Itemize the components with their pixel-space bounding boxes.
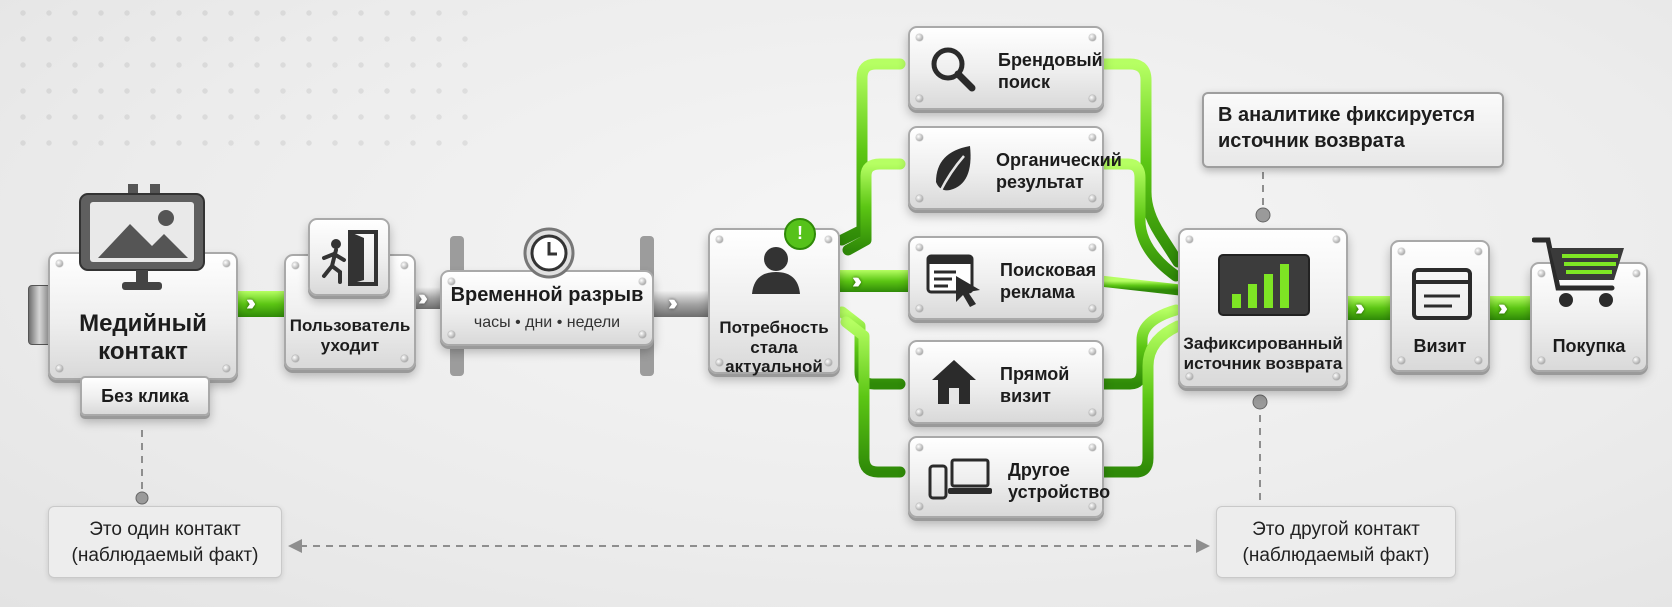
second-contact-line1: Это другой контакт bbox=[1252, 519, 1420, 540]
browser-window-icon bbox=[1412, 268, 1472, 325]
user-icon bbox=[748, 244, 804, 301]
brand-line2: поиск bbox=[998, 71, 1050, 92]
flow-chevron-5: ››› bbox=[1355, 295, 1365, 320]
pipe-visit-purchase bbox=[1490, 296, 1532, 320]
ad-cursor-icon bbox=[926, 254, 984, 313]
note-analytics: В аналитике фиксируется источник возврат… bbox=[1202, 92, 1504, 168]
node-need-relevant: Потребность стала актуальной bbox=[708, 228, 840, 377]
flow-chevron-4: ››› bbox=[852, 268, 862, 293]
pipe-to-brand bbox=[836, 58, 906, 246]
note-first-contact: Это один контакт (наблюдаемый факт) bbox=[48, 506, 282, 578]
shopping-cart-icon bbox=[1531, 232, 1628, 319]
pipe-from-device bbox=[1094, 320, 1184, 478]
image-icon bbox=[78, 180, 206, 297]
organic-line2: результат bbox=[996, 171, 1084, 192]
flow-chevron-3: ››› bbox=[668, 290, 678, 315]
tag-no-click-label: Без клика bbox=[101, 386, 189, 406]
time-gap-subtitle: часы • дни • недели bbox=[473, 314, 621, 331]
arrowhead-right bbox=[1196, 539, 1210, 553]
tag-no-click: Без клика bbox=[80, 376, 210, 416]
recorded-line1: Зафиксированный bbox=[1183, 334, 1343, 353]
device-line1: Другое bbox=[1008, 460, 1070, 480]
channel-other-device: Другое устройство bbox=[908, 436, 1110, 518]
analytics-line2: источник возврата bbox=[1218, 130, 1405, 152]
arrowhead-left bbox=[288, 539, 302, 553]
flow-chevron-6: ››› bbox=[1498, 295, 1508, 320]
paid-line2: реклама bbox=[1000, 281, 1075, 302]
alert-badge: ! bbox=[784, 218, 816, 250]
analytics-line1: В аналитике фиксируется bbox=[1218, 104, 1476, 126]
note-second-contact: Это другой контакт (наблюдаемый факт) bbox=[1216, 506, 1456, 578]
flow-chevron-2: ››› bbox=[418, 285, 428, 310]
user-leaves-line1: Пользователь bbox=[289, 316, 411, 335]
pipe-recorded-visit bbox=[1345, 296, 1393, 320]
need-line2: стала актуальной bbox=[725, 337, 823, 377]
dot-pattern bbox=[10, 0, 480, 150]
direct-line1: Прямой bbox=[1000, 364, 1070, 384]
bar-chart-icon bbox=[1218, 254, 1310, 321]
direct-line2: визит bbox=[1000, 385, 1051, 406]
purchase-label: Покупка bbox=[1552, 336, 1626, 356]
time-gap-title: Временной разрыв bbox=[450, 284, 644, 306]
pipe-from-paid bbox=[1094, 275, 1186, 296]
pipe-from-direct bbox=[1094, 304, 1182, 390]
first-contact-line1: Это один контакт bbox=[89, 519, 241, 540]
node-visit: Визит bbox=[1390, 240, 1490, 372]
first-contact-line2: (наблюдаемый факт) bbox=[71, 544, 259, 566]
node-time-gap: Временной разрыв часы • дни • недели bbox=[440, 270, 654, 346]
second-contact-line2: (наблюдаемый факт) bbox=[1242, 544, 1430, 566]
channel-direct-visit: Прямой визит bbox=[908, 340, 1104, 424]
flow-chevron-1: ››› bbox=[246, 290, 256, 315]
channel-brand-search: Брендовый поиск bbox=[908, 26, 1104, 110]
pipe-gap-need bbox=[652, 291, 712, 317]
paid-line1: Поисковая bbox=[1000, 260, 1097, 280]
search-icon bbox=[928, 44, 978, 99]
home-icon bbox=[930, 358, 978, 413]
node-purchase: Покупка bbox=[1530, 262, 1648, 372]
pipe-from-organic bbox=[1094, 158, 1182, 282]
pipe-need-paid bbox=[838, 270, 908, 292]
device-line2: устройство bbox=[1008, 481, 1111, 502]
organic-line1: Органический bbox=[996, 150, 1122, 170]
pipe-to-organic bbox=[842, 158, 906, 256]
media-contact-line1: Медийный bbox=[79, 310, 207, 337]
channel-paid-search: Поисковая реклама bbox=[908, 236, 1104, 320]
pipe-media-leaves bbox=[236, 291, 284, 317]
need-line1: Потребность bbox=[719, 318, 829, 337]
clock-icon bbox=[522, 226, 576, 285]
brand-line1: Брендовый bbox=[998, 50, 1103, 70]
recorded-line2: источник возврата bbox=[1183, 353, 1343, 373]
exit-door-icon bbox=[308, 218, 390, 296]
media-contact-line2: контакт bbox=[98, 337, 188, 365]
pipe-to-device bbox=[840, 316, 906, 478]
devices-icon bbox=[928, 456, 994, 507]
leaf-icon bbox=[930, 142, 978, 201]
node-recorded-source: Зафиксированный источник возврата bbox=[1178, 228, 1348, 388]
user-leaves-line2: уходит bbox=[320, 335, 380, 355]
visit-label: Визит bbox=[1413, 336, 1467, 356]
pipe-from-brand bbox=[1094, 58, 1184, 268]
channel-organic: Органический результат bbox=[908, 126, 1122, 210]
